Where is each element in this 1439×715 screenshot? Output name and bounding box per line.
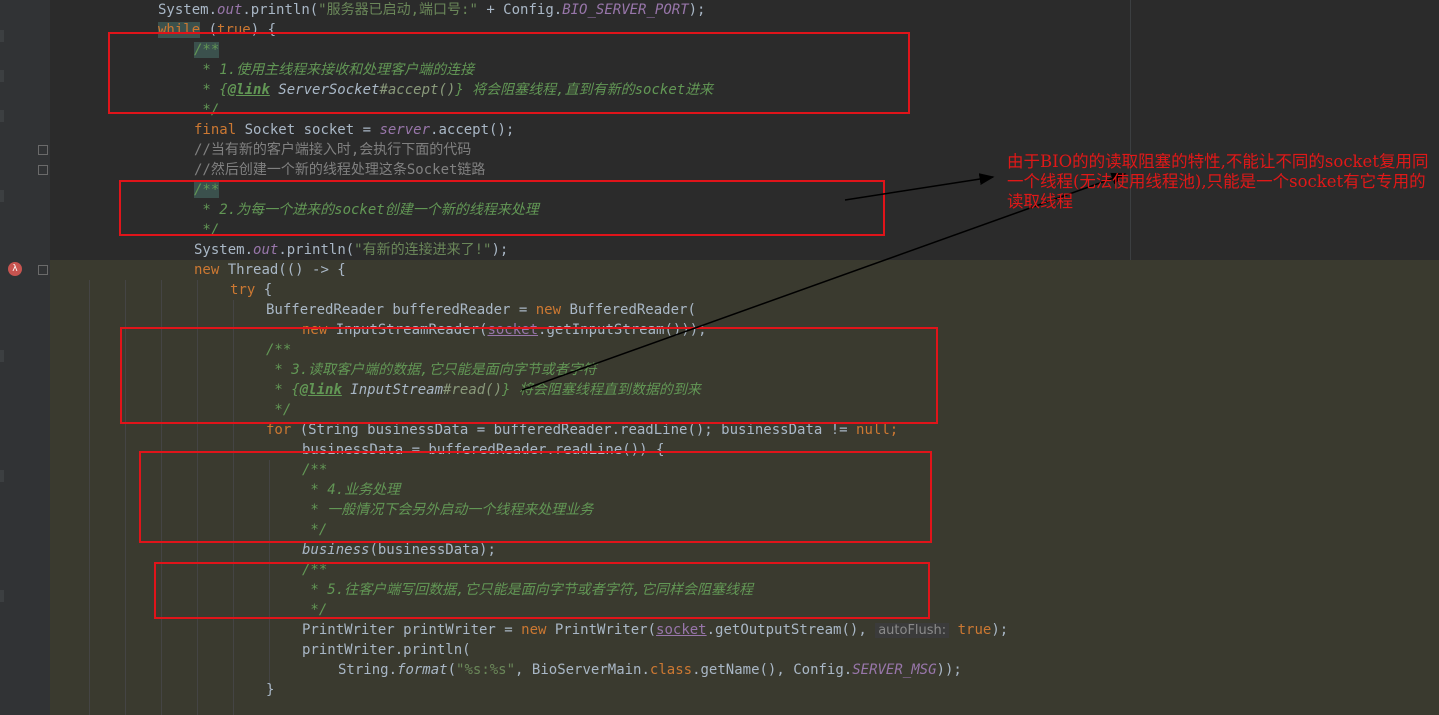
code-line[interactable]: /** xyxy=(194,182,220,198)
code-line[interactable]: while (true) { xyxy=(158,22,277,38)
lambda-highlight-region xyxy=(50,260,1439,715)
code-line[interactable]: * 3.读取客户端的数据,它只能是面向字节或者字符 xyxy=(266,362,597,378)
code-line[interactable]: * 5.往客户端写回数据,它只能是面向字节或者字符,它同样会阻塞线程 xyxy=(302,582,753,598)
code-line[interactable]: */ xyxy=(194,102,220,118)
code-line[interactable]: * 4.业务处理 xyxy=(302,482,401,498)
code-line[interactable]: //然后创建一个新的线程处理这条Socket链路 xyxy=(194,162,486,178)
right-margin-guide xyxy=(1130,0,1131,260)
code-line[interactable]: //当有新的客户端接入时,会执行下面的代码 xyxy=(194,142,472,158)
code-line[interactable]: for (String businessData = bufferedReade… xyxy=(266,422,899,438)
code-line[interactable]: System.out.println("有新的连接进来了!"); xyxy=(194,242,509,258)
highlight-box-4 xyxy=(139,451,932,543)
code-line[interactable]: * {@link ServerSocket#accept()} 将会阻塞线程,直… xyxy=(194,82,714,98)
gutter-marker xyxy=(0,470,4,482)
code-line[interactable]: new InputStreamReader(socket.getInputStr… xyxy=(302,322,707,338)
code-line[interactable]: /** xyxy=(302,562,328,578)
gutter-marker xyxy=(0,110,4,122)
indent-guide xyxy=(89,280,90,715)
fold-marker-icon[interactable] xyxy=(38,165,48,175)
indent-guide xyxy=(125,280,126,715)
highlight-box-5 xyxy=(154,562,930,619)
gutter-marker xyxy=(0,70,4,82)
fold-marker-icon[interactable] xyxy=(38,145,48,155)
gutter-marker xyxy=(0,350,4,362)
fold-marker-icon[interactable] xyxy=(38,265,48,275)
indent-guide xyxy=(233,300,234,715)
code-line[interactable]: * {@link InputStream#read()} 将会阻塞线程直到数据的… xyxy=(266,382,701,398)
code-line[interactable]: PrintWriter printWriter = new PrintWrite… xyxy=(302,622,1009,638)
code-line[interactable]: business(businessData); xyxy=(302,542,496,558)
code-line[interactable]: final Socket socket = server.accept(); xyxy=(194,122,515,138)
indent-guide xyxy=(197,280,198,715)
annotation-arrow xyxy=(521,172,1127,391)
code-line[interactable]: * 2.为每一个进来的socket创建一个新的线程来处理 xyxy=(194,202,539,218)
code-line[interactable]: new Thread(() -> { xyxy=(194,262,346,278)
annotation-note: 由于BIO的的读取阻塞的特性,不能让不同的socket复用同一个线程(无法使用线… xyxy=(1007,152,1429,211)
code-line[interactable]: /** xyxy=(302,462,328,478)
code-line[interactable]: BufferedReader bufferedReader = new Buff… xyxy=(266,302,696,318)
parameter-hint: autoFlush: xyxy=(875,623,950,638)
lambda-breakpoint-icon[interactable]: λ xyxy=(8,262,22,276)
code-line[interactable]: } xyxy=(266,682,275,698)
code-line[interactable]: printWriter.println( xyxy=(302,642,471,658)
code-line[interactable]: /** xyxy=(266,342,292,358)
indent-guide xyxy=(269,460,270,690)
highlight-box-2 xyxy=(119,180,885,236)
code-line[interactable]: */ xyxy=(266,402,292,418)
indent-guide xyxy=(161,280,162,715)
gutter-marker xyxy=(0,590,4,602)
highlight-box-1 xyxy=(108,32,910,114)
code-line[interactable]: try { xyxy=(230,282,273,298)
code-line[interactable]: * 一般情况下会另外启动一个线程来处理业务 xyxy=(302,502,594,518)
annotation-arrow xyxy=(844,173,995,201)
code-line[interactable]: businessData = bufferedReader.readLine()… xyxy=(302,442,665,458)
code-line[interactable]: System.out.println("服务器已启动,端口号:" + Confi… xyxy=(158,2,706,18)
editor-gutter: λ xyxy=(0,0,50,715)
gutter-marker xyxy=(0,190,4,202)
code-line[interactable]: */ xyxy=(302,522,328,538)
code-line[interactable]: */ xyxy=(302,602,328,618)
code-line[interactable]: /** xyxy=(194,42,220,58)
gutter-marker xyxy=(0,30,4,42)
highlight-box-3 xyxy=(120,327,938,424)
code-line[interactable]: * 1.使用主线程来接收和处理客户端的连接 xyxy=(194,62,475,78)
code-line[interactable]: String.format("%s:%s", BioServerMain.cla… xyxy=(338,662,962,678)
